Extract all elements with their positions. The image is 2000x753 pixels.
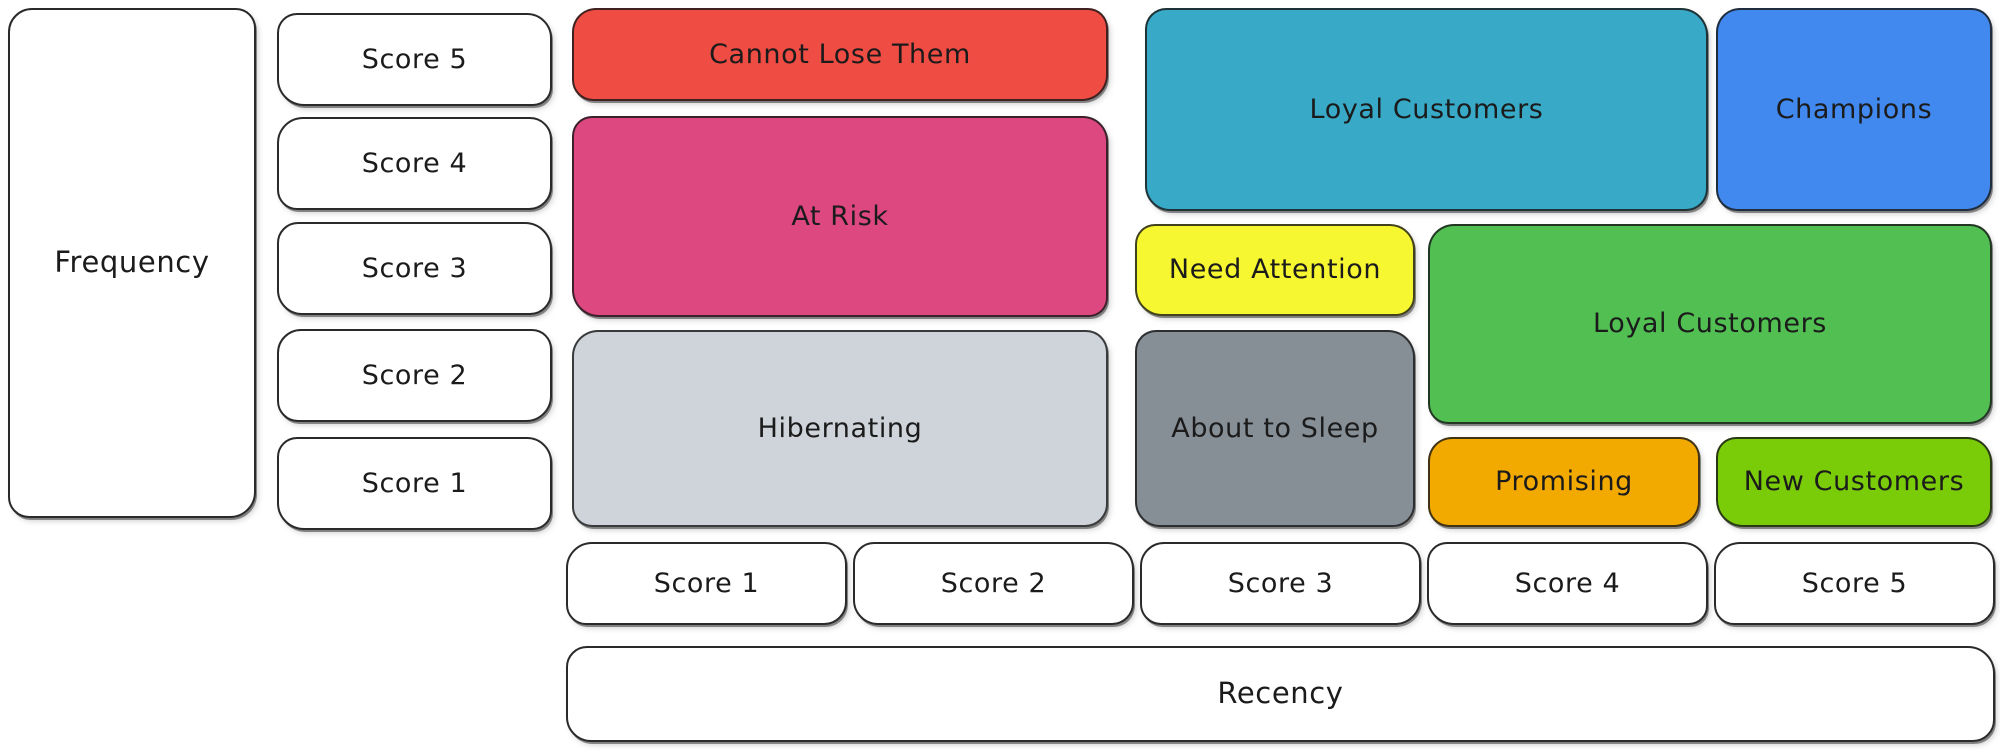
y-score-label-4-text: Score 4 bbox=[361, 147, 468, 179]
segment-new-customers-label: New Customers bbox=[1743, 466, 1965, 498]
y-score-label-3: Score 3 bbox=[277, 222, 552, 315]
segment-champions-label: Champions bbox=[1775, 93, 1933, 125]
x-score-label-5-text: Score 5 bbox=[1801, 567, 1908, 599]
y-score-label-4: Score 4 bbox=[277, 117, 552, 210]
x-score-label-1: Score 1 bbox=[566, 542, 847, 625]
segment-at-risk[interactable]: At Risk bbox=[572, 116, 1108, 317]
axis-title-frequency: Frequency bbox=[8, 8, 256, 518]
segment-loyal-customers-green[interactable]: Loyal Customers bbox=[1428, 224, 1992, 424]
segment-loyal-customers-teal-label: Loyal Customers bbox=[1309, 93, 1544, 125]
y-score-label-5-text: Score 5 bbox=[361, 43, 468, 75]
y-score-label-5: Score 5 bbox=[277, 13, 552, 106]
segment-champions[interactable]: Champions bbox=[1716, 8, 1992, 211]
segment-need-attention[interactable]: Need Attention bbox=[1135, 224, 1415, 316]
segment-new-customers[interactable]: New Customers bbox=[1716, 437, 1992, 527]
y-score-label-2-text: Score 2 bbox=[361, 359, 468, 391]
y-score-label-1: Score 1 bbox=[277, 437, 552, 530]
segment-loyal-customers-green-label: Loyal Customers bbox=[1593, 308, 1827, 340]
y-score-label-1-text: Score 1 bbox=[361, 467, 468, 499]
x-score-label-1-text: Score 1 bbox=[653, 567, 760, 599]
segment-hibernating-label: Hibernating bbox=[757, 412, 923, 444]
axis-title-recency: Recency bbox=[566, 646, 1995, 742]
x-score-label-3: Score 3 bbox=[1140, 542, 1421, 625]
x-score-label-4: Score 4 bbox=[1427, 542, 1708, 625]
x-score-label-5: Score 5 bbox=[1714, 542, 1995, 625]
x-score-label-2-text: Score 2 bbox=[940, 567, 1047, 599]
segment-promising-label: Promising bbox=[1495, 466, 1633, 498]
segment-at-risk-label: At Risk bbox=[791, 200, 889, 232]
x-score-label-4-text: Score 4 bbox=[1514, 567, 1621, 599]
segment-about-to-sleep[interactable]: About to Sleep bbox=[1135, 330, 1415, 527]
segment-cannot-lose-them-label: Cannot Lose Them bbox=[709, 38, 971, 70]
x-score-label-3-text: Score 3 bbox=[1227, 567, 1334, 599]
segment-need-attention-label: Need Attention bbox=[1168, 254, 1382, 286]
segment-hibernating[interactable]: Hibernating bbox=[572, 330, 1108, 527]
y-score-label-3-text: Score 3 bbox=[361, 252, 468, 284]
segment-loyal-customers-teal[interactable]: Loyal Customers bbox=[1145, 8, 1708, 211]
axis-title-frequency-label: Frequency bbox=[54, 245, 210, 280]
x-score-label-2: Score 2 bbox=[853, 542, 1134, 625]
segment-cannot-lose-them[interactable]: Cannot Lose Them bbox=[572, 8, 1108, 101]
segment-about-to-sleep-label: About to Sleep bbox=[1171, 412, 1379, 444]
y-score-label-2: Score 2 bbox=[277, 329, 552, 422]
segment-promising[interactable]: Promising bbox=[1428, 437, 1700, 527]
axis-title-recency-label: Recency bbox=[1217, 676, 1344, 711]
